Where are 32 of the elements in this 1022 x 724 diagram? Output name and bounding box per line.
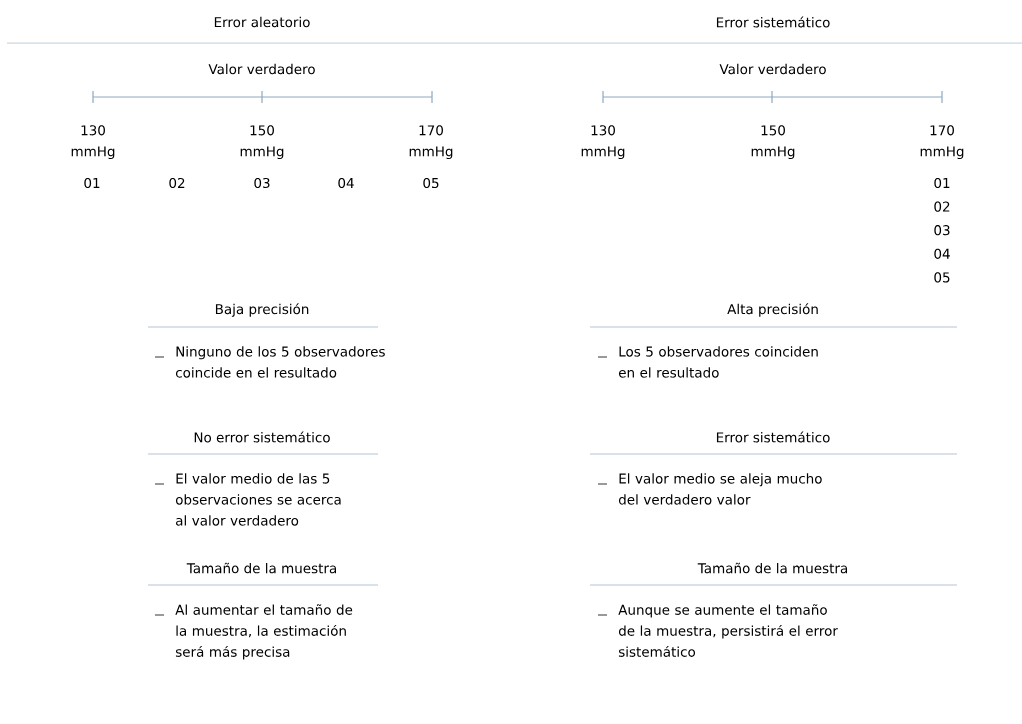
observer-number: 01	[934, 177, 950, 189]
bullet-text: El valor medio de las 5 observaciones se acerca al valor verdadero	[175, 473, 341, 526]
tick-label: 130 mmHg	[581, 125, 625, 160]
tick-label: 130 mmHg	[71, 125, 115, 160]
bullet-text: Ninguno de los 5 observadores coincide en el resultado	[175, 346, 385, 378]
bullet-text: Al aumentar el tamaño de la muestra, la estimación será más precisa	[175, 604, 353, 660]
bullet-text: El valor medio se aleja mucho del verdadero valor	[618, 473, 822, 505]
tick-label: 150 mmHg	[751, 125, 795, 160]
observer-number: 05	[934, 272, 950, 283]
section-heading: Tamaño de la muestra	[697, 562, 847, 574]
tick-label: 170 mmHg	[409, 125, 453, 160]
observer-number: 04	[934, 248, 950, 259]
bullet-text: Los 5 observadores coinciden en el resultado	[618, 346, 818, 378]
section-heading: Alta precisión	[727, 303, 818, 317]
section-heading: Tamaño de la muestra	[186, 562, 336, 574]
observer-number: 01	[84, 177, 100, 189]
section-heading: Error sistemático	[716, 431, 830, 443]
observer-number: 03	[254, 177, 270, 189]
section-heading: No error sistemático	[194, 431, 330, 443]
column-heading: Error aleatorio	[214, 16, 310, 28]
section-heading: Baja precisión	[215, 303, 309, 317]
tick-label: 150 mmHg	[240, 125, 284, 160]
observer-number: 03	[934, 225, 950, 236]
observer-number: 02	[169, 177, 185, 189]
tick-label: 170 mmHg	[920, 125, 964, 160]
observer-number: 04	[338, 177, 354, 189]
column-heading: Error sistemático	[716, 16, 830, 28]
bullet-text: Aunque se aumente el tamaño de la muestra, persistirá el error sistemático	[618, 604, 838, 657]
scale-label: Valor verdadero	[719, 63, 826, 75]
scale-label: Valor verdadero	[208, 63, 315, 75]
observer-number: 02	[934, 201, 950, 212]
observer-number: 05	[423, 177, 439, 189]
